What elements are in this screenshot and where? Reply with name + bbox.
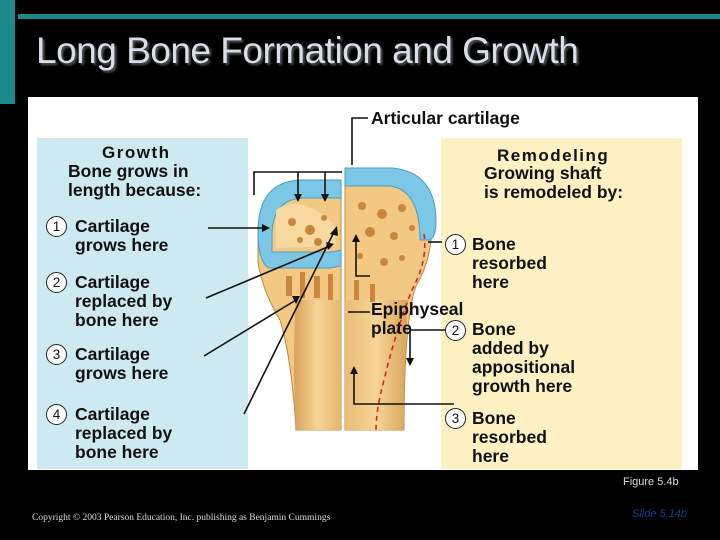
right-bone-half: [344, 167, 437, 431]
slide-number: Slide 5.14b: [632, 508, 688, 520]
remodeling-step-1-line2: resorbed: [472, 253, 547, 273]
growth-step-1-badge: 1: [46, 216, 67, 237]
remodeling-step-2-line3: appositional: [472, 357, 576, 377]
remodeling-step-1-badge: 1: [445, 234, 466, 255]
growth-step-1-line2: grows here: [75, 235, 169, 255]
remodeling-intro-line2: is remodeled by:: [484, 182, 624, 202]
remodeling-step-3-line2: resorbed: [472, 427, 547, 447]
growth-step-3-line2: grows here: [75, 363, 169, 383]
growth-step-2-line1: Cartilage: [75, 272, 150, 292]
remodeling-step-3-line3: here: [472, 446, 509, 466]
growth-step-2-badge: 2: [46, 272, 67, 293]
epiphyseal-plate-label-line2: plate: [371, 318, 412, 338]
left-bone-half: [257, 179, 342, 431]
epiphyseal-plate-label-line1: Epiphyseal: [371, 299, 464, 319]
slide-title: Long Bone Formation and Growth: [36, 30, 579, 71]
arrowheads: [262, 194, 414, 374]
remodeling-step-2-line1: Bone: [472, 319, 516, 339]
left-spongy-bone-pattern: [286, 215, 333, 300]
growth-step-4-badge: 4: [46, 404, 67, 425]
remodeling-step-3-line1: Bone: [472, 408, 516, 428]
remodeling-step-2-line4: growth here: [472, 376, 573, 396]
remodel-boundary-dashed-line: [375, 233, 426, 431]
remodeling-heading: Remodeling: [497, 146, 610, 165]
copyright-notice: Copyright © 2003 Pearson Education, Inc.…: [32, 513, 331, 523]
articular-cartilage-label: Articular cartilage: [371, 108, 520, 128]
remodeling-step-2-badge: 2: [445, 320, 466, 341]
growth-intro-line2: length because:: [68, 180, 202, 200]
growth-step-2-line3: bone here: [75, 310, 159, 330]
growth-heading: Growth: [102, 143, 171, 162]
remodeling-intro-line1: Growing shaft: [484, 163, 602, 183]
growth-panel: [37, 138, 248, 469]
growth-step-3-line1: Cartilage: [75, 344, 150, 364]
leader-lines: [203, 117, 454, 415]
top-accent-bar: [18, 14, 720, 19]
right-spongy-bone-pattern: [354, 202, 415, 302]
remodeling-panel: [441, 138, 682, 469]
remodeling-step-1-line3: here: [472, 272, 509, 292]
figure-label: Figure 5.4b: [623, 476, 679, 488]
growth-step-3-badge: 3: [46, 344, 67, 365]
growth-step-4-line3: bone here: [75, 442, 159, 462]
remodeling-step-2-line2: added by: [472, 338, 549, 358]
remodeling-step-1-line1: Bone: [472, 234, 516, 254]
growth-step-4-line2: replaced by: [75, 423, 173, 443]
growth-step-2-line2: replaced by: [75, 291, 173, 311]
growth-intro-line1: Bone grows in: [68, 161, 189, 181]
growth-step-1-line1: Cartilage: [75, 216, 150, 236]
left-accent-bar: [0, 0, 15, 104]
remodeling-step-3-badge: 3: [445, 408, 466, 429]
growth-step-4-line1: Cartilage: [75, 404, 150, 424]
